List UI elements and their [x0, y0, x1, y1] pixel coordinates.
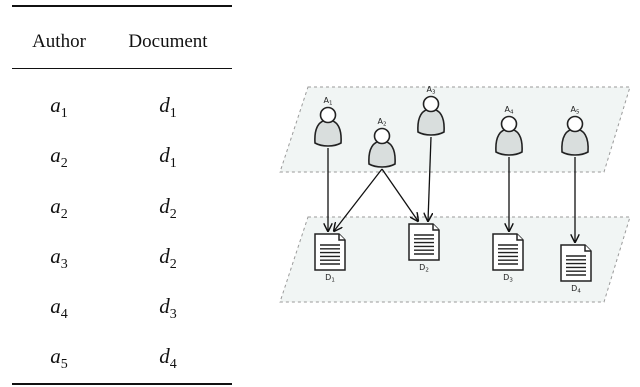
- edge-arrow: [381, 168, 418, 221]
- document-node: D2: [408, 223, 440, 274]
- cell-variable: d: [159, 93, 170, 117]
- author-label: A2: [378, 117, 387, 128]
- cell-subscript: 3: [60, 257, 68, 273]
- author-node: A4: [495, 105, 523, 156]
- author-label-base: A: [571, 105, 577, 114]
- table-top-rule: [12, 5, 232, 7]
- cell-variable: a: [50, 194, 61, 218]
- document-label: D1: [325, 273, 335, 284]
- author-label-sub: 3: [432, 90, 436, 96]
- author-label-sub: 1: [329, 101, 333, 107]
- table-cell-document: d3: [159, 294, 177, 323]
- table-cell-author: a5: [50, 344, 68, 373]
- person-icon: [368, 127, 396, 168]
- author-label: A3: [427, 85, 436, 96]
- author-label: A4: [505, 105, 514, 116]
- author-label-sub: 4: [510, 110, 514, 116]
- author-node: A1: [314, 96, 342, 147]
- document-label-base: D: [419, 263, 425, 272]
- author-node: A5: [561, 105, 589, 156]
- cell-subscript: 4: [169, 357, 177, 373]
- document-node: D4: [560, 244, 592, 295]
- document-icon: [314, 233, 346, 271]
- table-bottom-rule: [12, 383, 232, 385]
- cell-subscript: 2: [60, 207, 68, 223]
- table-cell-author: a2: [50, 194, 68, 223]
- table-cell-author: a2: [50, 143, 68, 172]
- author-label-base: A: [427, 85, 433, 94]
- cell-variable: d: [159, 344, 170, 368]
- table-cell-document: d1: [159, 143, 177, 172]
- document-label-sub: 3: [509, 278, 513, 284]
- edge-arrow: [428, 136, 431, 221]
- edge-arrow: [334, 168, 383, 231]
- person-icon: [314, 106, 342, 147]
- author-label-base: A: [505, 105, 511, 114]
- document-label-sub: 1: [331, 278, 335, 284]
- cell-variable: a: [50, 244, 61, 268]
- cell-subscript: 2: [60, 156, 68, 172]
- table-cell-document: d2: [159, 194, 177, 223]
- cell-subscript: 5: [60, 357, 68, 373]
- document-label: D2: [419, 263, 429, 274]
- person-icon: [495, 115, 523, 156]
- document-plane: [279, 216, 631, 303]
- author-plane: [279, 86, 631, 173]
- author-label-sub: 2: [383, 122, 387, 128]
- table-cell-author: a1: [50, 93, 68, 122]
- author-label: A1: [324, 96, 333, 107]
- document-node: D3: [492, 233, 524, 284]
- cell-variable: d: [159, 143, 170, 167]
- cell-subscript: 3: [169, 307, 177, 323]
- person-icon: [417, 95, 445, 136]
- table-header-rule: [12, 68, 232, 70]
- table-cell-author: a3: [50, 244, 68, 273]
- cell-variable: d: [159, 294, 170, 318]
- author-node: A3: [417, 85, 445, 136]
- document-label-sub: 2: [425, 268, 429, 274]
- document-label: D4: [571, 284, 581, 295]
- cell-variable: d: [159, 244, 170, 268]
- document-label-base: D: [325, 273, 331, 282]
- column-header-author: Author: [32, 31, 86, 52]
- cell-variable: a: [50, 143, 61, 167]
- table-cell-document: d2: [159, 244, 177, 273]
- author-label-base: A: [378, 117, 384, 126]
- table-cell-document: d4: [159, 344, 177, 373]
- author-label: A5: [571, 105, 580, 116]
- cell-subscript: 1: [169, 156, 177, 172]
- author-node: A2: [368, 117, 396, 168]
- cell-subscript: 1: [60, 106, 68, 122]
- cell-subscript: 2: [169, 207, 177, 223]
- document-label-base: D: [571, 284, 577, 293]
- cell-subscript: 2: [169, 257, 177, 273]
- document-icon: [408, 223, 440, 261]
- document-node: D1: [314, 233, 346, 284]
- column-header-document: Document: [128, 31, 208, 52]
- table-cell-document: d1: [159, 93, 177, 122]
- author-label-base: A: [324, 96, 330, 105]
- document-label-sub: 4: [577, 289, 581, 295]
- person-icon: [561, 115, 589, 156]
- document-label: D3: [503, 273, 513, 284]
- cell-subscript: 4: [60, 307, 68, 323]
- edges-layer: [328, 136, 575, 242]
- document-icon: [560, 244, 592, 282]
- document-icon: [492, 233, 524, 271]
- cell-variable: d: [159, 194, 170, 218]
- cell-variable: a: [50, 294, 61, 318]
- table-cell-author: a4: [50, 294, 68, 323]
- cell-subscript: 1: [169, 106, 177, 122]
- author-label-sub: 5: [576, 110, 580, 116]
- cell-variable: a: [50, 344, 61, 368]
- cell-variable: a: [50, 93, 61, 117]
- document-label-base: D: [503, 273, 509, 282]
